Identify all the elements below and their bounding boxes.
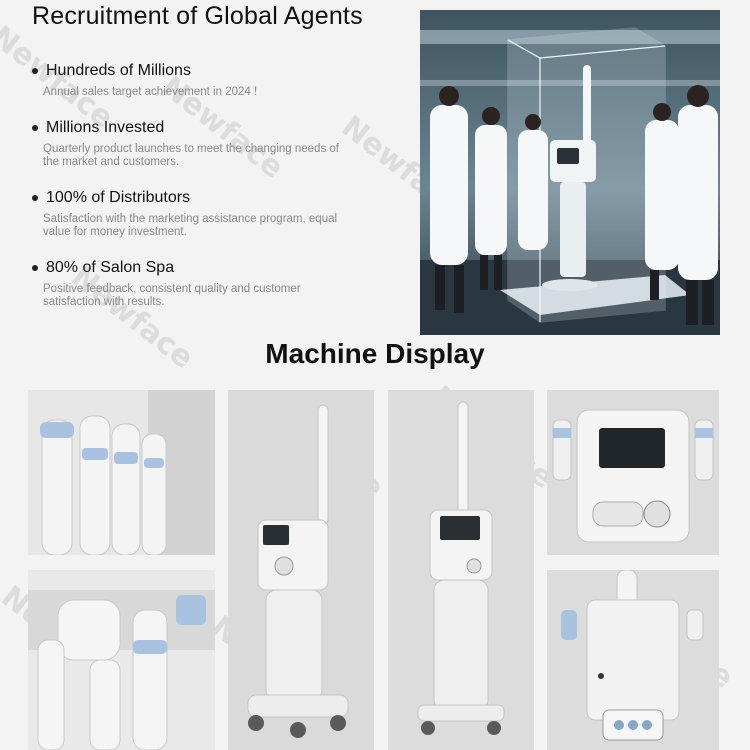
handpieces-closeup-illustration xyxy=(28,570,215,750)
machine-back-photo xyxy=(547,570,719,750)
lab-showcase-image xyxy=(420,10,720,335)
stats-list: Hundreds of Millions Annual sales target… xyxy=(30,62,370,329)
bullet-icon xyxy=(32,195,38,201)
page-title: Recruitment of Global Agents xyxy=(32,2,363,30)
stat-title: 80% of Salon Spa xyxy=(46,259,175,276)
bullet-icon xyxy=(32,125,38,131)
lab-scene-illustration xyxy=(420,10,720,335)
stat-description: Annual sales target achievement in 2024 … xyxy=(43,86,258,98)
stat-title: Millions Invested xyxy=(46,119,165,136)
stat-title: Hundreds of Millions xyxy=(46,62,191,79)
handpiece-photo xyxy=(28,390,215,555)
stat-item: Hundreds of Millions Annual sales target… xyxy=(30,62,370,99)
stat-description: Quarterly product launches to meet the c… xyxy=(43,143,339,168)
bullet-icon xyxy=(32,265,38,271)
machine-front-illustration xyxy=(388,390,534,750)
machine-back-illustration xyxy=(547,570,719,750)
section-title: Machine Display xyxy=(265,338,485,369)
stat-description: Satisfaction with the marketing assistan… xyxy=(43,213,338,238)
stat-item: 80% of Salon Spa Positive feedback, cons… xyxy=(30,259,370,309)
stat-item: Millions Invested Quarterly product laun… xyxy=(30,119,370,169)
control-panel-illustration xyxy=(547,390,719,555)
handpieces-illustration xyxy=(28,390,215,555)
machine-angle-photo xyxy=(228,390,374,750)
machine-front-photo xyxy=(388,390,534,750)
machine-angle-illustration xyxy=(228,390,374,750)
stat-title: 100% of Distributors xyxy=(46,189,191,206)
control-panel-photo xyxy=(547,390,719,555)
stat-description: Positive feedback, consistent quality an… xyxy=(43,283,301,308)
handpiece-closeup-photo xyxy=(28,570,215,750)
bullet-icon xyxy=(32,68,38,74)
stat-item: 100% of Distributors Satisfaction with t… xyxy=(30,189,370,239)
